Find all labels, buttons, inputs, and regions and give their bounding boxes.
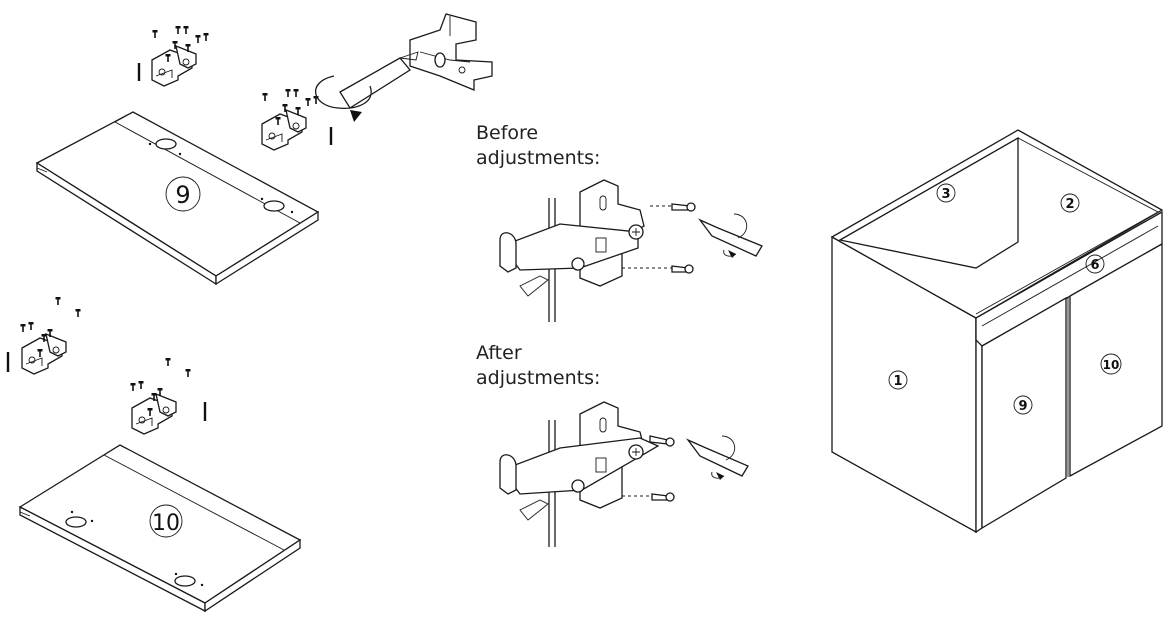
- hinge-cup-hole: [174, 575, 196, 587]
- hinge-cup-hole: [65, 516, 87, 528]
- screwdriver-shaft: [339, 57, 411, 109]
- hinge-arm: [500, 437, 660, 495]
- hinge-set-upper-10: [6, 296, 82, 375]
- part-label-6: 6: [1085, 254, 1105, 274]
- rotation-arrow: [314, 75, 372, 109]
- part-number-circle: [165, 176, 201, 212]
- svg-text:6: 6: [1090, 258, 1099, 273]
- caption-line: Before: [476, 122, 539, 144]
- svg-text:1: 1: [893, 374, 902, 389]
- assembled-cabinet: 1 2 3 6 9 10: [830, 129, 1164, 534]
- part-label-9: 9: [1013, 395, 1033, 415]
- svg-text:3: 3: [941, 187, 950, 202]
- part-number-9: 9: [175, 181, 190, 209]
- svg-text:10: 10: [1103, 358, 1120, 372]
- caption-line: After: [476, 342, 522, 364]
- hinge-set-lower-9: [261, 88, 333, 151]
- part-label-3: 3: [936, 183, 956, 203]
- mounting-plate-screwdriver: [314, 13, 493, 122]
- part-number-10: 10: [152, 511, 180, 536]
- door-panel-10: 10: [18, 444, 302, 613]
- caption-line: adjustments:: [476, 367, 601, 389]
- hinge-set-upper-9: [137, 25, 210, 87]
- screwdriver: [697, 218, 763, 257]
- hinge-before-adjustment: [499, 179, 763, 322]
- hinge-after-adjustment: [499, 401, 749, 547]
- part-number-circle: [149, 504, 183, 538]
- hinge-arm: [500, 223, 639, 271]
- svg-text:9: 9: [1018, 399, 1027, 414]
- left-door: [981, 296, 1067, 530]
- svg-text:2: 2: [1065, 197, 1074, 212]
- part-label-2: 2: [1060, 193, 1080, 213]
- caption-line: adjustments:: [476, 147, 601, 169]
- hinge-set-lower-10: [129, 357, 207, 435]
- before-adjustments-caption: Before adjustments:: [476, 121, 600, 171]
- part-label-1: 1: [888, 370, 908, 390]
- hinge-cup-hole: [263, 200, 285, 212]
- hinge-cup-hole: [155, 138, 177, 150]
- right-door: [1069, 242, 1163, 478]
- door-panel-9: 9: [35, 111, 320, 286]
- part-label-10: 10: [1100, 353, 1122, 375]
- after-adjustments-caption: After adjustments:: [476, 341, 600, 391]
- screwdriver: [685, 438, 749, 477]
